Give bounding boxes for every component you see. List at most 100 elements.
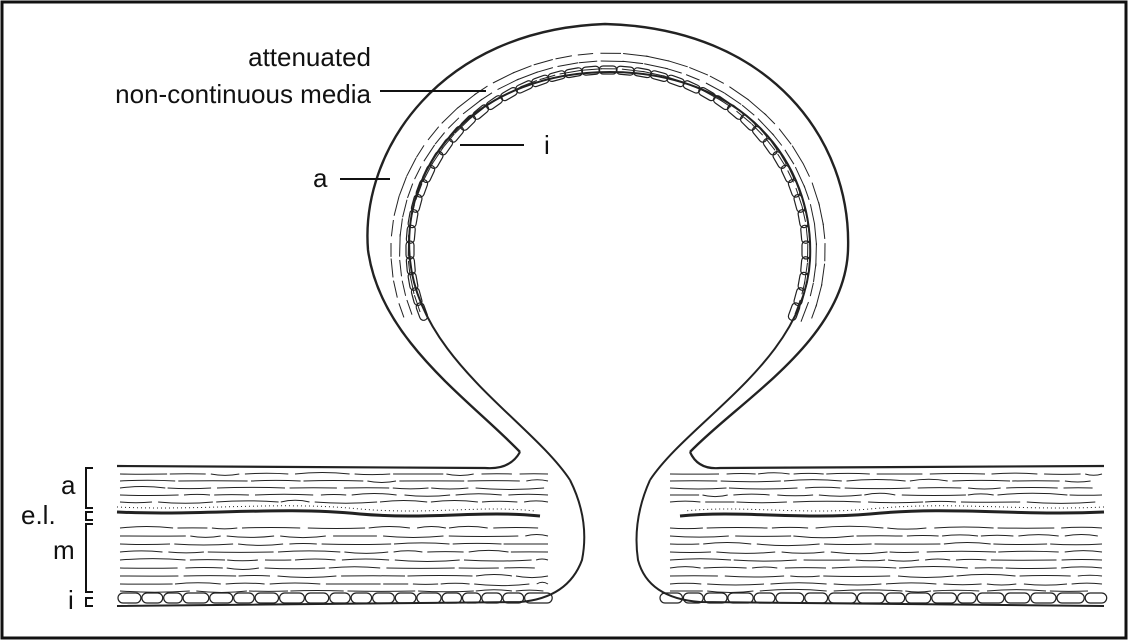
- wall-fiber: [906, 535, 939, 537]
- sac-cell: [405, 224, 416, 244]
- intima-cell: [279, 592, 306, 604]
- wall-fiber: [1026, 501, 1096, 504]
- wall-fiber: [211, 527, 238, 530]
- sac-fiber: [398, 176, 408, 196]
- sac-cell: [459, 114, 477, 131]
- intima-cell: [659, 592, 683, 604]
- wall-fiber: [986, 583, 1017, 586]
- sac-fiber: [757, 118, 775, 136]
- sac-fiber: [462, 98, 483, 115]
- wall-fiber: [264, 567, 326, 570]
- right-wall-inner-edge: [635, 479, 1105, 607]
- sac-cell: [772, 151, 787, 169]
- sac-fiber: [805, 224, 809, 243]
- wall-fiber: [707, 583, 765, 586]
- left-elastic-lamina: [116, 509, 541, 518]
- wall-fiber: [1071, 582, 1103, 585]
- wall-fiber: [526, 479, 549, 482]
- sac-cell: [429, 151, 444, 169]
- wall-fiber: [1077, 574, 1103, 577]
- sac-cell: [780, 164, 795, 184]
- wall-fiber: [929, 473, 986, 475]
- sac-fiber: [642, 70, 666, 77]
- sac-cell: [793, 287, 806, 307]
- intima-cell: [682, 592, 704, 604]
- right-wall-outer-edge: [688, 451, 1105, 470]
- wall-fiber: [174, 582, 221, 585]
- wall-fiber: [463, 559, 532, 562]
- wall-fiber: [392, 487, 429, 490]
- wall-fiber: [1064, 550, 1103, 553]
- wall-fiber: [227, 559, 258, 562]
- wall-fiber: [515, 589, 544, 592]
- left-wall-outer-edge: [116, 451, 521, 470]
- sac-fiber: [390, 258, 394, 278]
- sac-cell: [598, 65, 618, 75]
- wall-fiber: [280, 535, 326, 539]
- wall-fiber: [1005, 567, 1057, 569]
- sac-fiber: [393, 280, 398, 298]
- sac-fiber: [447, 117, 460, 129]
- sac-fiber: [441, 107, 459, 124]
- wall-fiber: [669, 487, 727, 490]
- wall-fiber: [868, 501, 924, 504]
- sac-cell: [793, 193, 806, 213]
- wall-fiber: [844, 487, 911, 490]
- sac-cell: [712, 95, 731, 111]
- media-label-line2: non-continuous media: [115, 79, 371, 109]
- wall-fiber: [733, 559, 797, 562]
- wall-fiber: [793, 472, 824, 475]
- wall-fiber: [955, 558, 987, 561]
- intima-cell: [163, 592, 183, 604]
- sac-fiber: [821, 263, 826, 287]
- wall-fiber: [183, 493, 211, 496]
- wall-fiber: [515, 575, 549, 579]
- right-wall-fibers: [669, 472, 1103, 594]
- wall-fiber: [823, 575, 891, 577]
- right-elastic-lamina: [679, 509, 1105, 518]
- wall-fiber: [889, 551, 919, 553]
- wall-fiber: [341, 558, 390, 561]
- sac-cell: [405, 240, 415, 260]
- wall-fiber: [344, 551, 389, 554]
- wall-fiber: [899, 566, 968, 569]
- sac-cell: [410, 287, 423, 307]
- wall-fiber: [351, 493, 397, 496]
- sac-fiber: [415, 145, 425, 158]
- intima-cell: [304, 592, 330, 604]
- wall-fiber: [726, 473, 756, 475]
- wall-fiber: [703, 566, 747, 569]
- wall-fiber: [934, 526, 994, 529]
- sac-cell: [797, 271, 809, 291]
- sac-fiber: [497, 78, 519, 91]
- sac-cell: [698, 86, 716, 102]
- sac-cell: [666, 74, 685, 88]
- sac-fiber: [468, 107, 484, 120]
- wall-fiber: [707, 590, 754, 594]
- wall-fiber: [818, 494, 862, 497]
- sac-cell: [547, 70, 567, 82]
- sac-inner-contour: [408, 70, 812, 481]
- wall-fiber: [168, 551, 204, 554]
- wall-fiber: [926, 550, 997, 553]
- intima-cell: [117, 592, 142, 604]
- sac-fiber: [794, 299, 801, 315]
- sac-cell: [739, 114, 757, 131]
- sac-cell: [472, 104, 490, 120]
- sac-fiber: [813, 263, 817, 283]
- sac-fiber: [431, 147, 444, 166]
- sac-fiber: [456, 93, 477, 109]
- sac-fiber: [705, 82, 725, 94]
- sac-fiber: [623, 53, 649, 57]
- wall-fiber: [475, 573, 512, 577]
- sac-fiber: [818, 202, 824, 226]
- wall-fiber: [793, 535, 854, 539]
- sac-cell: [531, 74, 550, 88]
- sac-fiber: [665, 67, 682, 74]
- sac-fiber: [415, 183, 423, 201]
- wall-fiber: [783, 479, 842, 482]
- wall-fiber: [669, 566, 701, 569]
- wall-fiber: [174, 543, 234, 546]
- intima-cell: [209, 592, 234, 604]
